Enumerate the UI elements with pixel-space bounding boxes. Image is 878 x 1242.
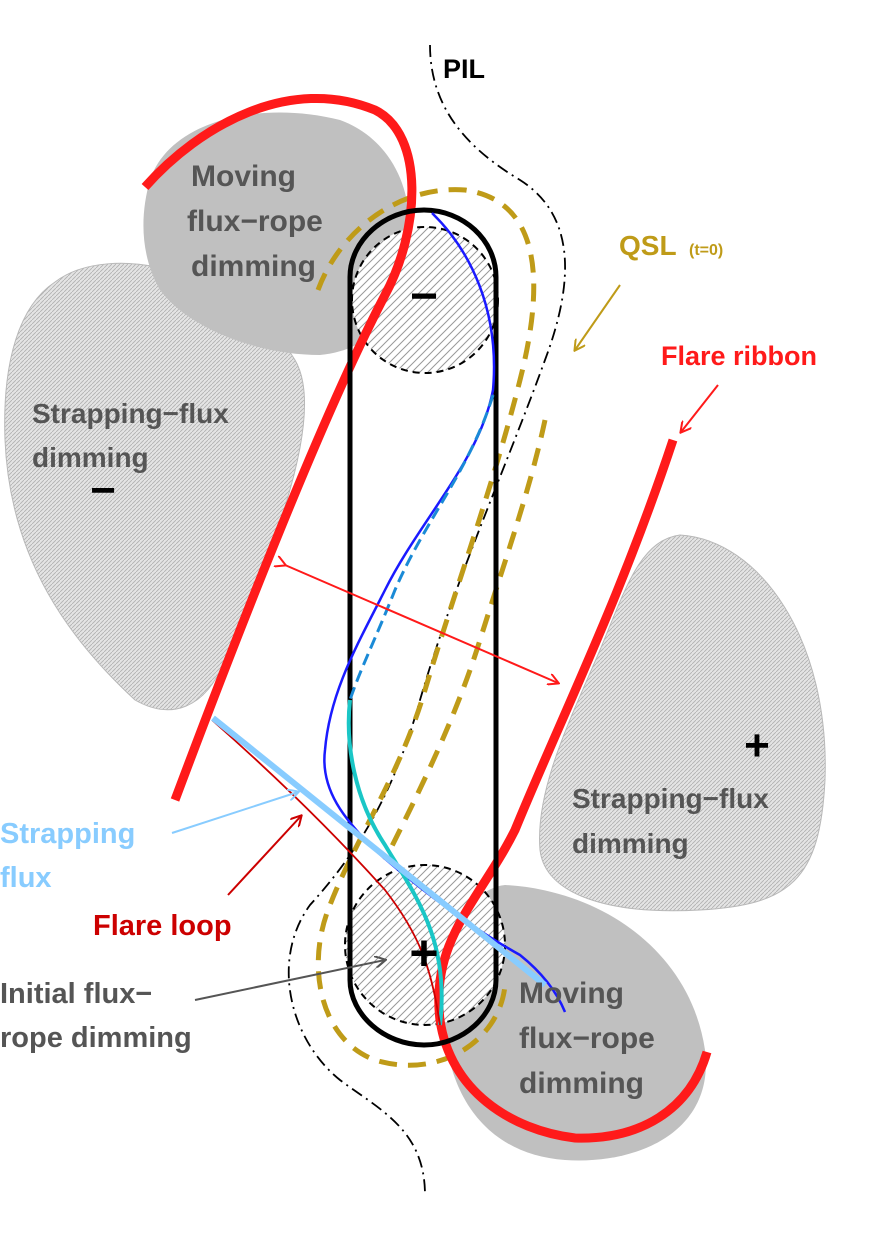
bottom-positive-sign: + xyxy=(409,925,438,981)
flare-loop-line xyxy=(211,719,441,1026)
qsl-label-main: QSL xyxy=(619,230,677,261)
moving-flux-rope-dimming-bottom-label-1: Moving xyxy=(519,977,624,1010)
moving-flux-rope-dimming-top-label-1: Moving xyxy=(191,160,296,193)
qsl-label: QSL (t=0) xyxy=(619,230,723,261)
strapping-flux-label-1: Strapping xyxy=(0,818,135,850)
moving-flux-rope-dimming-bottom-label-3: dimming xyxy=(519,1067,644,1100)
right-positive-sign: + xyxy=(744,721,770,770)
pil-label: PIL xyxy=(443,54,485,84)
qsl-pointer-arrow xyxy=(575,284,621,350)
qsl-boundary-line xyxy=(315,187,537,1068)
strapping-flux-dimming-right-label-2: dimming xyxy=(572,828,689,859)
flux-rope-field-line-cyan xyxy=(346,699,444,1026)
moving-flux-rope-dimming-top-label-2: flux−rope xyxy=(187,205,323,238)
top-negative-sign: − xyxy=(410,270,438,323)
flare-ribbon-left xyxy=(141,93,417,802)
initial-flux-rope-dimming-label-1: Initial flux− xyxy=(0,978,152,1010)
strapping-flux-dimming-right-region xyxy=(539,534,826,912)
moving-flux-rope-dimming-top-region xyxy=(143,112,410,355)
initial-flux-rope-dimming-label-2: rope dimming xyxy=(0,1022,192,1054)
strapping-flux-label-2: flux xyxy=(0,862,52,894)
qsl-label-sub: (t=0) xyxy=(689,242,723,259)
strapping-flux-dimming-left-label-2: dimming xyxy=(32,442,149,473)
initial-dimming-pointer-arrow xyxy=(194,960,385,1001)
moving-flux-rope-dimming-bottom-label-2: flux−rope xyxy=(519,1022,655,1055)
ribbon-separation-arrow xyxy=(285,565,558,683)
flare-loop-pointer-arrow xyxy=(227,816,301,896)
strapping-flux-pointer-arrow xyxy=(171,792,298,834)
flare-ribbon-label: Flare ribbon xyxy=(661,341,817,371)
flare-loop-label: Flare loop xyxy=(93,910,232,942)
strapping-flux-dimming-right-label-1: Strapping−flux xyxy=(572,783,769,814)
moving-flux-rope-dimming-top-label-3: dimming xyxy=(191,250,316,283)
left-negative-sign: − xyxy=(90,466,116,515)
strapping-flux-dimming-left-label-1: Strapping−flux xyxy=(32,398,229,429)
qsl-boundary-line-inner xyxy=(382,419,548,862)
strapping-flux-line xyxy=(211,715,547,988)
flare-ribbon-pointer-arrow xyxy=(681,384,719,432)
